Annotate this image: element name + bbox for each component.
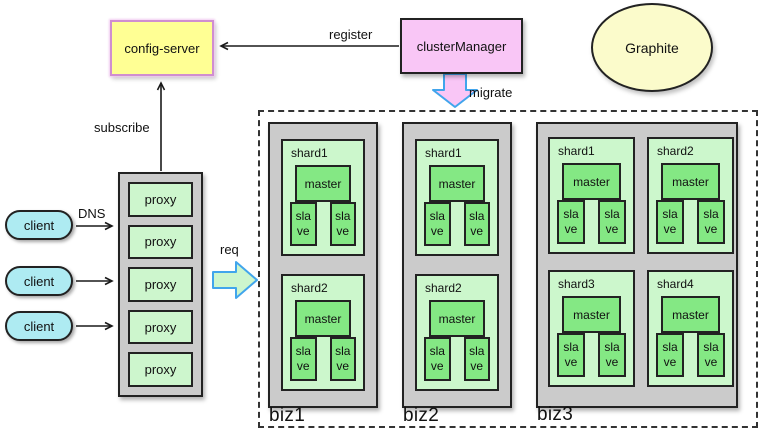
client-label: client <box>23 273 55 289</box>
client-node-1: client <box>5 210 73 240</box>
slave-row: slave slave <box>656 200 725 244</box>
config-server-node: config-server <box>110 20 214 76</box>
subscribe-edge-label: subscribe <box>94 120 150 135</box>
slave-row: slave slave <box>557 200 626 244</box>
biz2-shard2: shard2 master slave slave <box>415 274 499 391</box>
slave-row: slave slave <box>656 333 725 377</box>
biz1-shard2: shard2 master slave slave <box>281 274 365 391</box>
biz3-shard1: shard1 master slave slave <box>548 137 635 254</box>
register-edge-label: register <box>329 27 373 42</box>
biz3-shard3: shard3 master slave slave <box>548 270 635 387</box>
slave-node: slave <box>290 337 317 381</box>
slave-row: slave slave <box>290 202 356 246</box>
slave-node: slave <box>598 333 626 377</box>
slave-node: slave <box>424 337 451 381</box>
shard-label: shard2 <box>425 281 462 295</box>
slave-node: slave <box>656 200 684 244</box>
proxy-stack-container: proxy proxy proxy proxy proxy <box>118 172 203 397</box>
biz3-shard4: shard4 master slave slave <box>647 270 734 387</box>
master-node: master <box>429 165 485 202</box>
master-node: master <box>661 296 720 333</box>
master-node: master <box>295 300 351 337</box>
req-block-arrow <box>212 261 258 299</box>
client-label: client <box>23 318 55 334</box>
slave-node: slave <box>557 333 585 377</box>
slave-node: slave <box>598 200 626 244</box>
proxy-node-1: proxy <box>128 182 193 217</box>
biz2-container: shard1 master slave slave shard2 master … <box>402 122 512 408</box>
shard-label: shard1 <box>425 146 462 160</box>
graphite-label: Graphite <box>625 39 679 56</box>
slave-node: slave <box>697 200 725 244</box>
slave-node: slave <box>329 202 356 246</box>
master-node: master <box>562 163 621 200</box>
slave-node: slave <box>656 333 684 377</box>
cluster-manager-node: clusterManager <box>400 18 523 74</box>
slave-node: slave <box>697 333 725 377</box>
cluster-region-boundary <box>258 110 758 428</box>
client-label: client <box>23 217 55 233</box>
shard-label: shard4 <box>657 277 694 291</box>
migrate-edge-label: migrate <box>469 85 513 100</box>
client-node-2: client <box>5 266 73 296</box>
biz3-container: shard1 master slave slave shard2 master … <box>536 122 738 408</box>
biz1-container: shard1 master slave slave shard2 master … <box>268 122 378 408</box>
biz1-shard1: shard1 master slave slave <box>281 139 365 256</box>
slave-row: slave slave <box>424 337 490 381</box>
master-node: master <box>661 163 720 200</box>
slave-row: slave slave <box>557 333 626 377</box>
biz3-label: biz3 <box>537 404 574 425</box>
cluster-manager-label: clusterManager <box>416 38 507 54</box>
master-node: master <box>562 296 621 333</box>
shard-label: shard2 <box>291 281 328 295</box>
proxy-node-2: proxy <box>128 224 193 260</box>
slave-node: slave <box>463 202 490 246</box>
slave-node: slave <box>463 337 490 381</box>
proxy-node-3: proxy <box>128 267 193 302</box>
slave-row: slave slave <box>424 202 490 246</box>
biz2-shard1: shard1 master slave slave <box>415 139 499 256</box>
biz2-label: biz2 <box>403 405 440 426</box>
slave-node: slave <box>424 202 451 246</box>
slave-node: slave <box>557 200 585 244</box>
shard-label: shard3 <box>558 277 595 291</box>
slave-node: slave <box>290 202 317 246</box>
config-server-label: config-server <box>124 40 200 56</box>
graphite-node: Graphite <box>591 3 713 92</box>
shard-label: shard2 <box>657 144 694 158</box>
proxy-node-4: proxy <box>128 309 193 345</box>
req-edge-label: req <box>220 242 239 257</box>
shard-label: shard1 <box>558 144 595 158</box>
shard-label: shard1 <box>291 146 328 160</box>
slave-node: slave <box>329 337 356 381</box>
dns-edge-label: DNS <box>78 206 106 221</box>
biz1-label: biz1 <box>269 405 306 426</box>
slave-row: slave slave <box>290 337 356 381</box>
biz3-shard2: shard2 master slave slave <box>647 137 734 254</box>
master-node: master <box>295 165 351 202</box>
master-node: master <box>429 300 485 337</box>
client-node-3: client <box>5 311 73 341</box>
proxy-node-5: proxy <box>128 352 193 387</box>
